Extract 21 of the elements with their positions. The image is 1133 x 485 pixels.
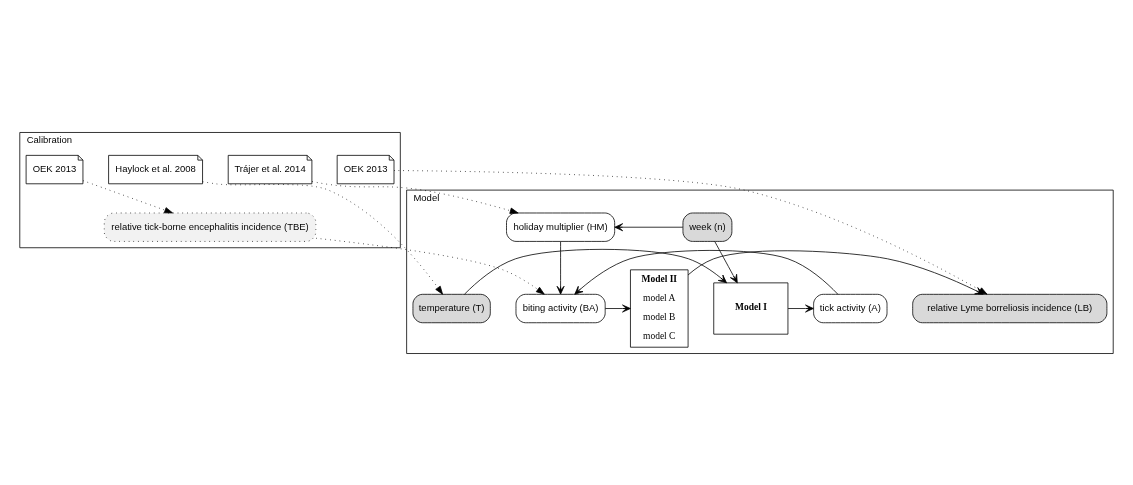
- arrow: [574, 249, 839, 295]
- arrow: [556, 240, 565, 295]
- node-box: Model I: [713, 281, 789, 335]
- node-box: temperature (T): [412, 293, 491, 323]
- arrow: [714, 240, 738, 283]
- arrow: [687, 249, 984, 295]
- node-box: week (n): [682, 212, 733, 242]
- arrow: [82, 179, 173, 213]
- node-box: relative tick-borne encephalitis incidence (TBE): [103, 212, 317, 242]
- arrow: [787, 304, 814, 312]
- arrow: [604, 304, 631, 312]
- arrow: [202, 180, 443, 295]
- node-box: relative Lyme borreliosis incidence (LB): [912, 293, 1108, 323]
- arrow: [315, 237, 545, 295]
- arrow: [614, 222, 684, 231]
- node-box: tick activity (A): [813, 293, 888, 323]
- node-box: holiday multiplier (HM): [506, 212, 616, 242]
- arrow: [311, 180, 519, 214]
- node-box: Model II model A model B model C: [630, 268, 689, 348]
- node-box: biting activity (BA): [515, 293, 606, 323]
- arrow: [464, 248, 727, 295]
